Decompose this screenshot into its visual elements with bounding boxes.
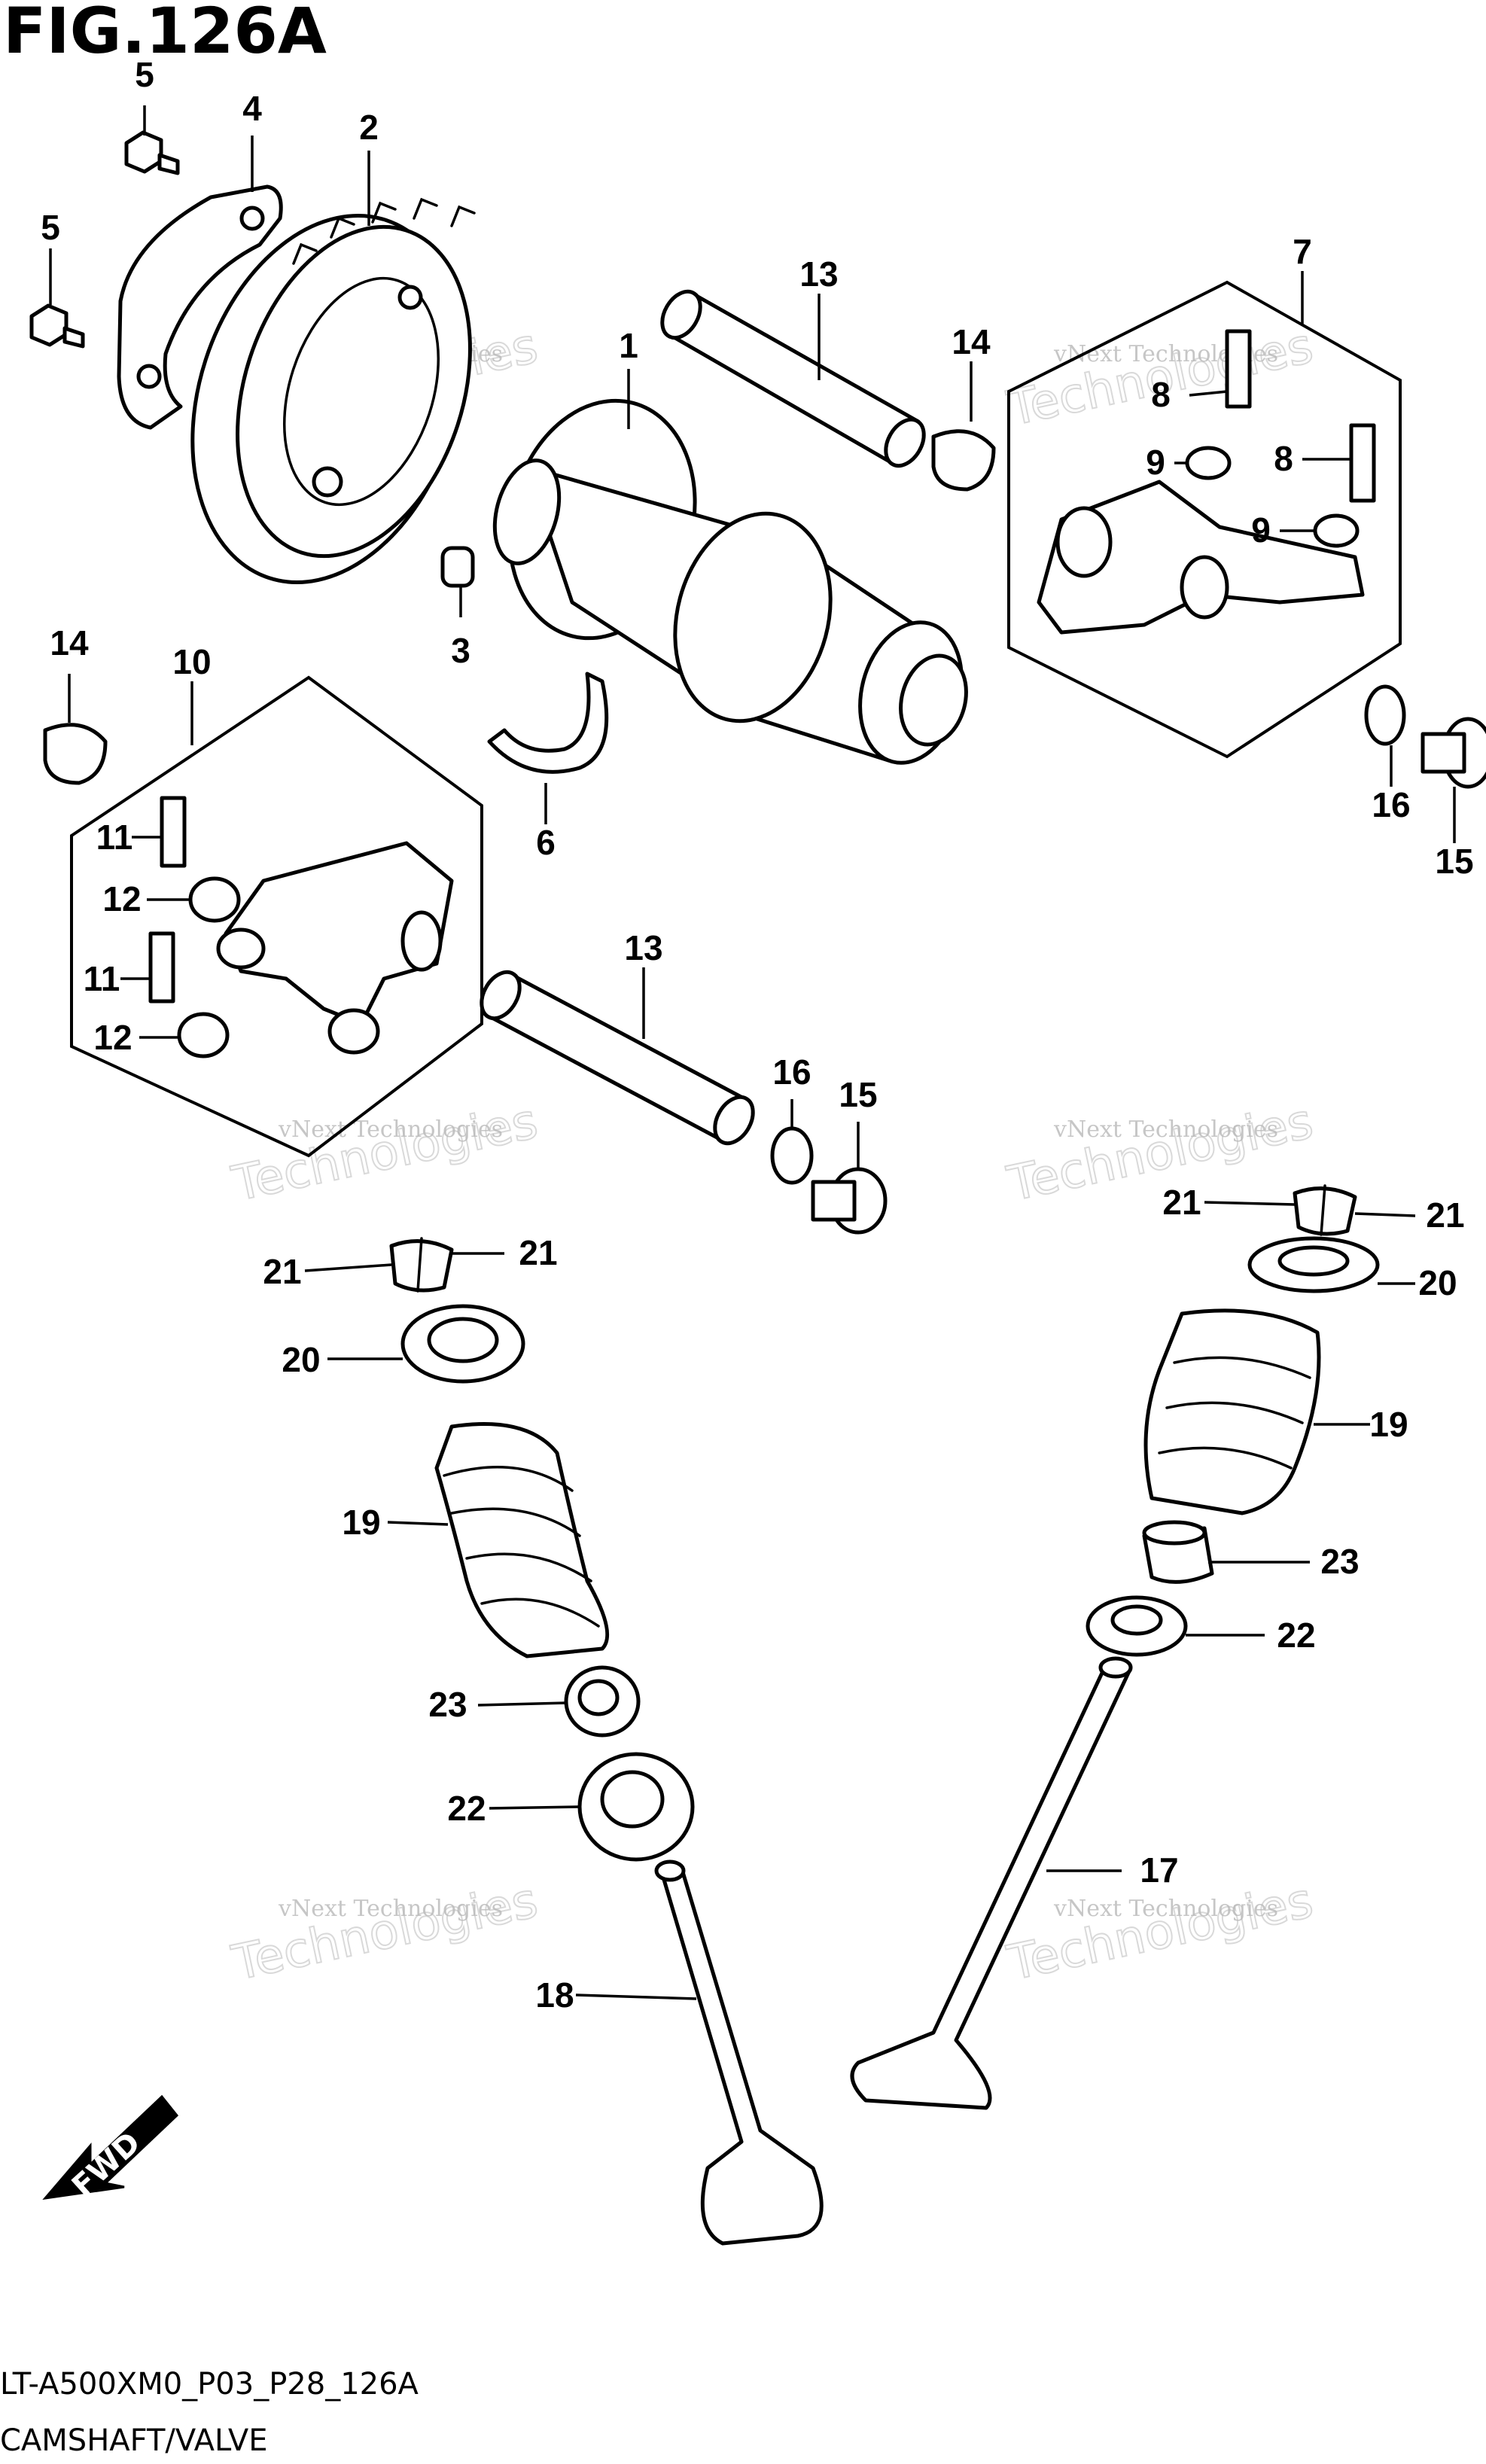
- watermark-6: vNext Technologies Technologies: [1002, 1872, 1319, 1993]
- watermark-5: vNext Technologies Technologies: [227, 1872, 544, 1993]
- valve-spring-19-left: [434, 1422, 610, 1658]
- adjust-screw-11-a: [160, 796, 187, 868]
- retainer-plate-4: [117, 184, 283, 430]
- callout-label: 13: [624, 928, 662, 967]
- group-box-7: [1007, 280, 1402, 759]
- camshaft-1: [492, 398, 968, 765]
- callout-label: 18: [535, 1975, 574, 2015]
- rocker-arm-7: [1037, 480, 1365, 635]
- callout-label: 4: [242, 89, 262, 128]
- callout-label: 10: [172, 642, 211, 681]
- adjust-screw-8-b: [1349, 423, 1376, 503]
- callout-label: 7: [1293, 232, 1312, 271]
- callout-label: 6: [536, 823, 556, 862]
- locknut-12-a: [188, 876, 241, 923]
- callout-label: 20: [282, 1340, 320, 1379]
- callout-label: 19: [1369, 1405, 1408, 1444]
- callout-label: 22: [1277, 1616, 1315, 1655]
- callout-label: 12: [93, 1018, 132, 1057]
- rocker-shaft-13-top: [660, 289, 926, 468]
- callout-label: 9: [1146, 443, 1165, 482]
- callout-label: 22: [447, 1789, 486, 1828]
- figure-title: FIG.126A: [3, 0, 327, 68]
- adjust-screw-8-a: [1225, 329, 1252, 409]
- spring-retainer-20-left: [400, 1304, 525, 1384]
- wire-clip-14-right: [931, 429, 996, 492]
- callout-label: 16: [772, 1052, 811, 1092]
- cam-sprocket-2: [190, 197, 476, 584]
- watermark-large-text: Technologies: [227, 1094, 543, 1213]
- bolt-15-right: [1421, 717, 1486, 789]
- watermark-small-text: vNext Technologies: [1053, 1896, 1278, 1922]
- spring-seat-22-left: [577, 1752, 695, 1862]
- model-code: LT-A500XM0_P03_P28_126A: [0, 2367, 419, 2402]
- dowel-pin-3: [440, 546, 475, 588]
- wire-clip-14-left: [43, 723, 108, 785]
- callout-label: 13: [799, 254, 838, 294]
- watermark-large-text: Technologies: [227, 1873, 543, 1992]
- watermark-small-text: vNext Technologies: [278, 1116, 503, 1143]
- callout-label: 8: [1151, 375, 1171, 414]
- callout-label: 12: [102, 879, 141, 918]
- spring-seat-22-right: [1086, 1595, 1188, 1657]
- fwd-arrow-icon: FWD: [42, 2094, 179, 2204]
- watermark-small-text: vNext Technologies: [278, 1896, 503, 1922]
- callout-label: 21: [263, 1252, 301, 1291]
- callout-label: 9: [1251, 510, 1271, 550]
- half-ring-6: [487, 672, 609, 774]
- callout-label: 23: [428, 1685, 467, 1724]
- stem-seal-23-right: [1142, 1520, 1214, 1584]
- locknut-12-b: [177, 1012, 230, 1058]
- cotter-21-left: [389, 1237, 454, 1293]
- callout-label: 19: [342, 1503, 380, 1542]
- watermark-large-text: Technologies: [1003, 1094, 1318, 1213]
- bolt-5-left: [29, 303, 85, 349]
- watermark-3: vNext Technologies Technologies: [227, 1093, 544, 1214]
- cotter-21-right: [1293, 1184, 1357, 1236]
- callout-label: 14: [50, 623, 89, 662]
- watermark-4: vNext Technologies Technologies: [1002, 1093, 1319, 1214]
- exhaust-valve-18: [654, 1859, 824, 2246]
- callout-label: 16: [1372, 785, 1410, 824]
- callout-label: 20: [1418, 1263, 1457, 1302]
- callout-label: 23: [1320, 1542, 1359, 1581]
- stem-seal-23-left: [564, 1665, 641, 1738]
- intake-valve-17: [850, 1656, 1133, 2110]
- callout-label: 11: [84, 959, 120, 998]
- diagram-caption: CAMSHAFT/VALVE: [0, 2423, 268, 2458]
- callout-label: 3: [451, 631, 470, 670]
- callout-label: 8: [1274, 439, 1293, 478]
- bolt-15-center: [811, 1167, 888, 1235]
- rocker-arm-10: [216, 841, 454, 1055]
- watermark-small-text: vNext Technologies: [1053, 1116, 1278, 1143]
- valve-spring-19-right: [1143, 1308, 1321, 1515]
- watermark-large-text: Technologies: [1003, 1873, 1318, 1992]
- callout-label: 21: [1162, 1183, 1201, 1222]
- callout-label: 5: [135, 55, 154, 94]
- callout-label: 15: [839, 1075, 877, 1114]
- leader-lines: [49, 105, 1456, 2000]
- callout-label: 2: [359, 108, 379, 147]
- callouts: 5 4 2 5 1 13 14 7 8 8 9 9 3 14 10 6 16 1…: [41, 55, 1473, 2015]
- callout-label: 14: [952, 322, 991, 361]
- callout-label: 21: [519, 1233, 557, 1272]
- washer-16-center: [770, 1126, 814, 1185]
- rocker-shaft-13-bottom: [480, 970, 755, 1146]
- callout-label: 15: [1435, 842, 1473, 881]
- retainer-hole: [239, 206, 265, 231]
- group-box-10: [70, 675, 483, 1158]
- callout-label: 17: [1140, 1850, 1178, 1890]
- spring-retainer-20-right: [1247, 1236, 1380, 1293]
- locknut-9-b: [1313, 513, 1360, 548]
- callout-label: 11: [96, 818, 133, 857]
- bolt-5-top: [124, 130, 180, 175]
- washer-16-right: [1364, 684, 1406, 746]
- locknut-9-a: [1185, 446, 1232, 480]
- callout-label: 5: [41, 208, 60, 247]
- retainer-hole: [136, 364, 162, 389]
- adjust-screw-11-b: [148, 931, 175, 1004]
- callout-label: 21: [1426, 1195, 1464, 1235]
- callout-label: 1: [619, 326, 638, 365]
